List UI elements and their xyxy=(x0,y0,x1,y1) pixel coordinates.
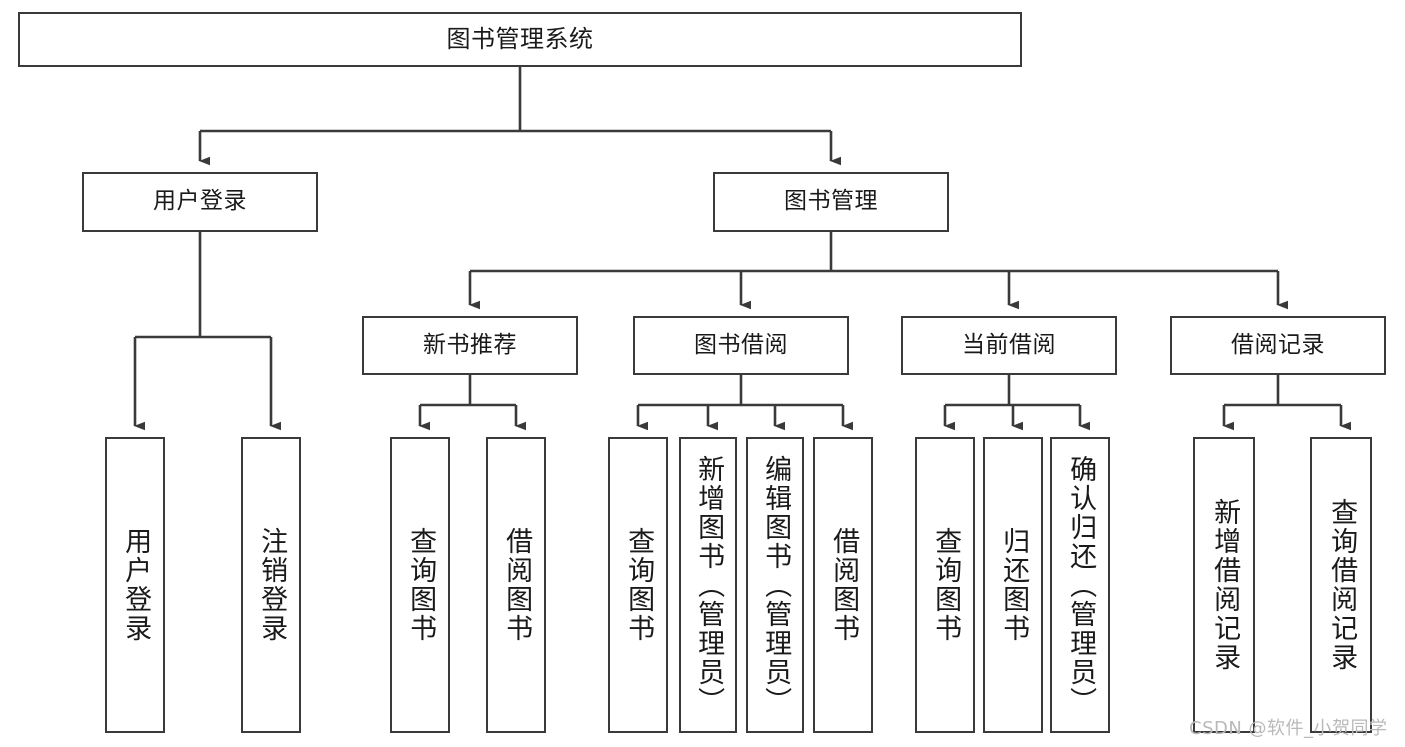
node-leaf-confirm-return[interactable]: 确认归还（管理员） xyxy=(1050,437,1110,733)
node-leaf-query-record-label: 查询借阅记录 xyxy=(1326,498,1358,672)
node-leaf-query-record[interactable]: 查询借阅记录 xyxy=(1310,437,1372,733)
node-leaf-borrow-book-1[interactable]: 借阅图书 xyxy=(486,437,546,733)
node-leaf-add-record-label: 新增借阅记录 xyxy=(1209,498,1241,672)
node-user-login-label: 用户登录 xyxy=(153,188,247,215)
node-leaf-logout[interactable]: 注销登录 xyxy=(241,437,301,733)
node-leaf-add-record[interactable]: 新增借阅记录 xyxy=(1193,437,1255,733)
node-root[interactable]: 图书管理系统 xyxy=(18,12,1022,67)
node-leaf-borrow-book-1-label: 借阅图书 xyxy=(501,527,533,643)
node-leaf-logout-label: 注销登录 xyxy=(256,527,288,643)
node-leaf-query-book-3[interactable]: 查询图书 xyxy=(915,437,975,733)
node-borrow-record-label: 借阅记录 xyxy=(1231,331,1325,358)
node-leaf-query-book-1-label: 查询图书 xyxy=(405,527,437,643)
node-book-manage[interactable]: 图书管理 xyxy=(713,172,949,232)
node-leaf-user-login[interactable]: 用户登录 xyxy=(105,437,165,733)
node-book-borrow[interactable]: 图书借阅 xyxy=(633,316,849,375)
node-leaf-return-book[interactable]: 归还图书 xyxy=(983,437,1043,733)
node-leaf-add-book[interactable]: 新增图书（管理员） xyxy=(679,437,737,733)
node-new-book-rec-label: 新书推荐 xyxy=(423,331,517,358)
node-book-manage-label: 图书管理 xyxy=(784,188,878,215)
node-leaf-edit-book[interactable]: 编辑图书（管理员） xyxy=(746,437,804,733)
node-leaf-query-book-3-label: 查询图书 xyxy=(930,527,962,643)
node-leaf-confirm-return-label: 确认归还（管理员） xyxy=(1065,454,1097,716)
node-root-label: 图书管理系统 xyxy=(446,25,594,54)
node-new-book-rec[interactable]: 新书推荐 xyxy=(362,316,578,375)
node-leaf-query-book-1[interactable]: 查询图书 xyxy=(390,437,450,733)
node-leaf-add-book-label: 新增图书（管理员） xyxy=(693,454,725,716)
node-leaf-query-book-2[interactable]: 查询图书 xyxy=(608,437,668,733)
node-current-borrow-label: 当前借阅 xyxy=(962,331,1056,358)
node-leaf-borrow-book-2[interactable]: 借阅图书 xyxy=(813,437,873,733)
node-current-borrow[interactable]: 当前借阅 xyxy=(901,316,1117,375)
node-book-borrow-label: 图书借阅 xyxy=(694,331,788,358)
node-user-login[interactable]: 用户登录 xyxy=(82,172,318,232)
node-leaf-borrow-book-2-label: 借阅图书 xyxy=(828,527,860,643)
node-leaf-return-book-label: 归还图书 xyxy=(998,527,1030,643)
node-leaf-user-login-label: 用户登录 xyxy=(120,527,152,643)
node-borrow-record[interactable]: 借阅记录 xyxy=(1170,316,1386,375)
node-leaf-query-book-2-label: 查询图书 xyxy=(623,527,655,643)
node-leaf-edit-book-label: 编辑图书（管理员） xyxy=(760,454,792,716)
